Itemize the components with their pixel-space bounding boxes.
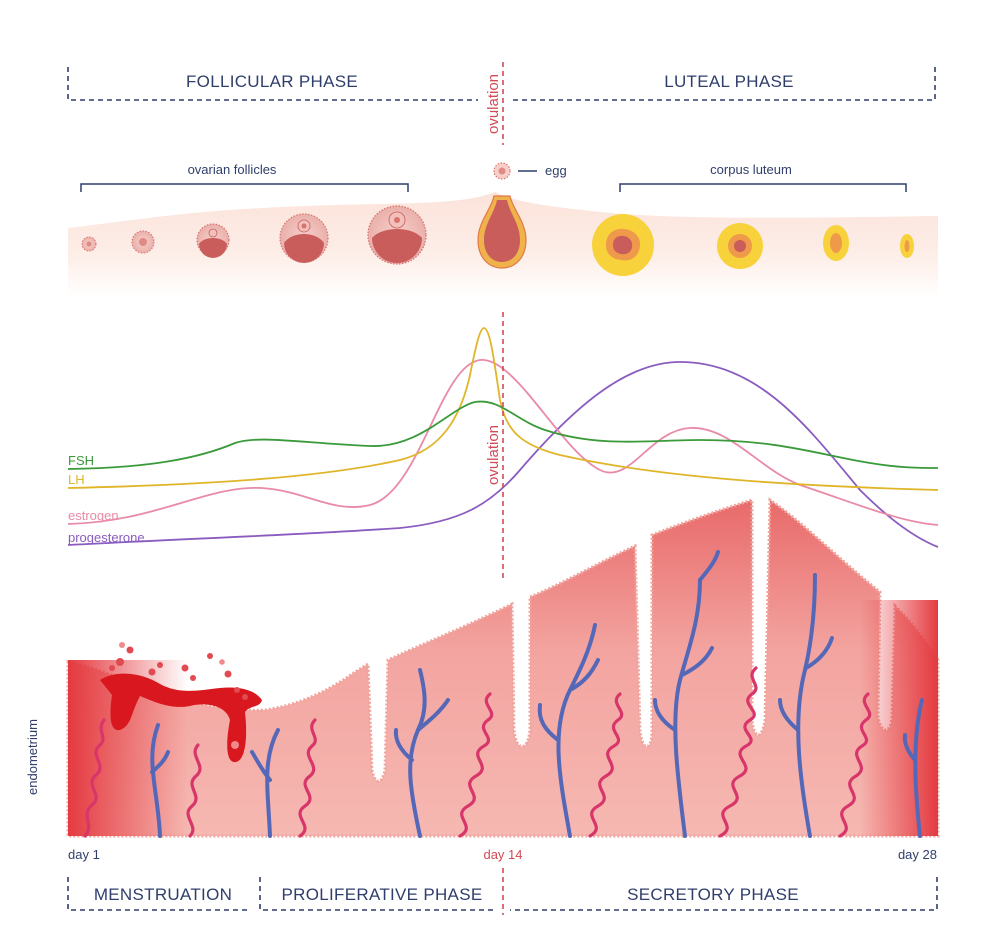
- corpus-luteum-4: [900, 234, 914, 258]
- ovulation-label-top: ovulation: [485, 74, 502, 134]
- fsh-label: FSH: [68, 453, 94, 468]
- ovary-row: ovarian follicles corpus luteum egg: [68, 162, 938, 298]
- bottom-phase-brackets: MENSTRUATION PROLIFERATIVE PHASE SECRETO…: [67, 868, 938, 915]
- proliferative-phase-label: PROLIFERATIVE PHASE: [282, 885, 483, 904]
- endometrium-section: endometrium: [25, 497, 940, 838]
- follicle-4: [279, 213, 329, 263]
- endometrium-tissue: [66, 497, 940, 838]
- follicle-1: [81, 236, 97, 252]
- follicular-phase-label: FOLLICULAR PHASE: [186, 72, 358, 91]
- follicles-bracket: [80, 183, 409, 192]
- ruptured-follicle: [477, 195, 527, 269]
- blood-vessels: [150, 550, 924, 838]
- egg-label: egg: [545, 163, 567, 178]
- tissue-edge-right: [860, 600, 938, 836]
- spiral-glands: [83, 666, 872, 838]
- endometrium-label: endometrium: [25, 719, 40, 795]
- top-phase-brackets: FOLLICULAR PHASE LUTEAL PHASE ovulation: [67, 62, 936, 145]
- day-labels: day 1 day 14 day 28: [68, 847, 937, 862]
- fsh-curve: [67, 400, 939, 470]
- ovarian-follicles-label: ovarian follicles: [188, 162, 277, 177]
- lh-curve: [67, 327, 939, 491]
- corpus-luteum-label: corpus luteum: [710, 162, 792, 177]
- estrogen-label: estrogen: [68, 508, 119, 523]
- corpus-luteum-2: [717, 223, 763, 269]
- day-14-label: day 14: [483, 847, 522, 862]
- egg-icon: [493, 162, 537, 180]
- menstrual-blood: [100, 642, 262, 763]
- progesterone-label: progesterone: [68, 530, 145, 545]
- day-28-label: day 28: [898, 847, 937, 862]
- follicle-2: [131, 230, 155, 254]
- hormone-chart: FSH LH estrogen progesterone ovulation: [67, 312, 939, 578]
- progesterone-curve: [67, 361, 939, 548]
- lh-label: LH: [68, 472, 85, 487]
- estrogen-curve: [67, 359, 939, 526]
- follicle-5: [367, 205, 427, 265]
- corpus-luteum-3: [823, 225, 849, 261]
- ovulation-label-middle: ovulation: [485, 425, 502, 485]
- secretory-phase-label: SECRETORY PHASE: [627, 885, 799, 904]
- corpus-luteum-1: [592, 214, 654, 276]
- luteal-phase-label: LUTEAL PHASE: [664, 72, 794, 91]
- follicle-3: [196, 223, 230, 258]
- corpus-luteum-bracket: [619, 183, 907, 192]
- day-1-label: day 1: [68, 847, 100, 862]
- menstruation-label: MENSTRUATION: [94, 885, 232, 904]
